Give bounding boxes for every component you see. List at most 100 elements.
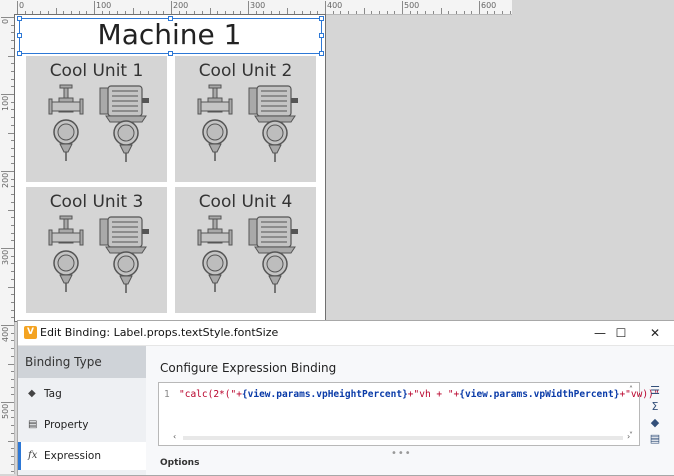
ruler-tick	[11, 355, 14, 357]
resize-grip[interactable]: •••	[391, 448, 412, 459]
ruler-tick	[32, 11, 34, 14]
ruler-tick	[8, 55, 14, 57]
ruler-tick	[8, 132, 14, 134]
resize-handle-top-center[interactable]	[168, 16, 173, 21]
cool-unit-label: Cool Unit 2	[198, 61, 293, 81]
ruler-tick	[11, 32, 14, 34]
config-heading: Configure Expression Binding	[160, 361, 337, 375]
ruler-label: 0	[19, 1, 25, 10]
ruler-tick	[11, 317, 14, 319]
ruler-tick	[11, 301, 14, 303]
machine-view-canvas[interactable]: Machine 1 Cool Unit 1 Cool Unit 2 Cool U…	[14, 14, 326, 322]
scrollbar-track[interactable]	[183, 436, 623, 440]
ruler-tick	[402, 1, 403, 14]
resize-handle-top-right[interactable]	[319, 16, 324, 21]
resize-handle-bottom-left[interactable]	[17, 51, 22, 56]
equipment-graphic	[48, 84, 149, 162]
ruler-tick	[209, 8, 211, 14]
cool-unit-card[interactable]: Cool Unit 4	[175, 187, 316, 313]
ruler-tick	[286, 8, 288, 14]
code-property: {view.params.vpWidthPercent}	[459, 389, 620, 400]
binding-type-label: Expression	[44, 450, 101, 462]
equipment-graphic	[48, 215, 149, 293]
ruler-tick	[201, 11, 203, 14]
vertical-scrollbar[interactable]: ˄ ˅	[629, 385, 637, 441]
ruler-tick	[1, 248, 14, 249]
ruler-tick	[278, 11, 280, 14]
expression-code[interactable]: "calc(2*("+{view.params.vpHeightPercent}…	[179, 389, 659, 400]
cool-unit-card[interactable]: Cool Unit 3	[26, 187, 167, 313]
ruler-tick	[11, 40, 14, 42]
dialog-titlebar[interactable]: V Edit Binding: Label.props.textStyle.fo…	[18, 321, 674, 346]
ruler-tick	[117, 11, 119, 14]
resize-handle-left-middle[interactable]	[17, 33, 22, 38]
ruler-tick	[101, 11, 103, 14]
ruler-tick	[155, 11, 157, 14]
scroll-up-icon[interactable]: ˄	[629, 385, 633, 394]
resize-handle-bottom-right[interactable]	[319, 51, 324, 56]
ruler-tick	[11, 471, 14, 473]
ruler-tick	[11, 255, 14, 257]
app-logo-icon: V	[24, 326, 37, 339]
code-string: +"vh + "+	[407, 389, 460, 400]
expression-editor[interactable]: 1 "calc(2*("+{view.params.vpHeightPercen…	[158, 382, 659, 446]
ruler-tick	[1, 17, 14, 18]
ruler-tick	[479, 1, 480, 14]
ruler-tick	[132, 8, 134, 14]
ruler-tick	[11, 186, 14, 188]
valve-icon	[197, 84, 233, 161]
edit-binding-dialog[interactable]: V Edit Binding: Label.props.textStyle.fo…	[17, 320, 674, 476]
resize-handle-bottom-center[interactable]	[168, 51, 173, 56]
minimize-button[interactable]: —	[594, 326, 606, 340]
close-button[interactable]: ✕	[649, 326, 661, 340]
ruler-tick	[332, 11, 334, 14]
machine-title-label[interactable]: Machine 1	[97, 18, 242, 51]
equipment-graphic	[197, 84, 298, 162]
insert-icon[interactable]: ☰	[650, 384, 660, 397]
resize-handle-right-middle[interactable]	[319, 33, 324, 38]
ruler-tick	[240, 11, 242, 14]
horizontal-scrollbar[interactable]: ‹ ›	[173, 432, 633, 442]
binding-type-heading: Binding Type	[18, 346, 146, 378]
ruler-tick	[263, 11, 265, 14]
scroll-down-icon[interactable]: ˅	[629, 431, 633, 440]
ruler-tick	[11, 124, 14, 126]
ruler-tick	[294, 11, 296, 14]
tag-browse-icon[interactable]: ◆	[650, 416, 660, 429]
ruler-tick	[147, 11, 149, 14]
ruler-tick	[1, 171, 14, 172]
ruler-tick	[11, 455, 14, 457]
binding-type-tag[interactable]: ◆ Tag	[18, 380, 146, 408]
binding-config-panel: Configure Expression Binding 1 "calc(2*(…	[146, 346, 674, 475]
ruler-tick	[11, 63, 14, 65]
binding-type-label: Tag	[44, 388, 62, 400]
ruler-tick	[271, 11, 273, 14]
ruler-tick	[109, 11, 111, 14]
function-icon[interactable]: Σ	[651, 400, 659, 413]
ruler-tick	[11, 348, 14, 350]
resize-handle-top-left[interactable]	[17, 16, 22, 21]
ruler-tick	[78, 11, 80, 14]
ruler-tick	[11, 263, 14, 265]
cool-unit-card[interactable]: Cool Unit 2	[175, 56, 316, 182]
ruler-label: 300	[1, 249, 10, 265]
binding-type-expression[interactable]: fx Expression	[18, 442, 146, 470]
cool-unit-card[interactable]: Cool Unit 1	[26, 56, 167, 182]
ruler-tick	[371, 11, 373, 14]
ruler-tick	[11, 78, 14, 80]
ruler-tick	[348, 11, 350, 14]
ruler-tick	[11, 340, 14, 342]
ruler-tick	[11, 86, 14, 88]
ruler-label: 400	[1, 326, 10, 342]
ruler-tick	[178, 11, 180, 14]
scroll-left-icon[interactable]: ‹	[173, 432, 177, 441]
property-browse-icon[interactable]: ▤	[649, 432, 661, 445]
ruler-tick	[11, 278, 14, 280]
ruler-label: 200	[1, 172, 10, 188]
scroll-right-icon[interactable]: ›	[627, 432, 631, 441]
ruler-tick	[140, 11, 142, 14]
ruler-label: 100	[1, 95, 10, 111]
dialog-title: Edit Binding: Label.props.textStyle.font…	[40, 326, 279, 339]
binding-type-property[interactable]: ▤ Property	[18, 411, 146, 439]
maximize-button[interactable]: ☐	[615, 326, 627, 340]
